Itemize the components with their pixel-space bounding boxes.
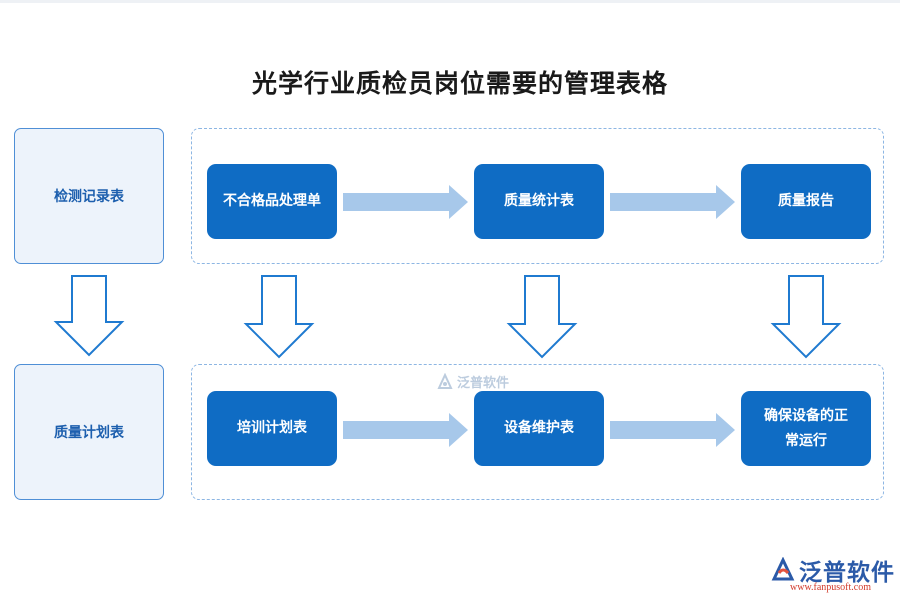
brand-logo-icon [771,557,795,581]
flow-arrow-right [610,413,735,447]
flow-arrow-right [343,413,468,447]
side-box-label: 检测记录表 [54,189,124,205]
brand-logo: 泛普软件 [770,553,895,587]
node-ensure-equipment-operation: 确保设备的正常运行 [741,391,871,466]
node-label: 质量统计表 [504,193,574,209]
node-label: 培训计划表 [237,420,307,436]
node-label: 不合格品处理单 [223,193,321,209]
down-arrow [770,275,842,359]
watermark-text: 泛普软件 [457,376,510,391]
down-arrow [243,275,315,359]
down-arrow [506,275,578,359]
flow-arrow-right [343,185,468,219]
node-quality-report: 质量报告 [741,164,871,239]
node-nonconforming-product-form: 不合格品处理单 [207,164,337,239]
node-label: 确保设备的正常运行 [764,407,848,449]
flow-arrow-right [610,185,735,219]
node-equipment-maintenance: 设备维护表 [474,391,604,466]
brand-logo-url: www.fanpusoft.com [790,582,872,593]
diagram-title: 光学行业质检员岗位需要的管理表格 [251,69,668,98]
node-label: 质量报告 [778,193,834,209]
watermark: 泛普软件 [436,372,509,391]
node-training-plan: 培训计划表 [207,391,337,466]
down-arrow [53,275,125,357]
brand-logo-text: 泛普软件 [799,560,895,586]
node-quality-statistics: 质量统计表 [474,164,604,239]
side-box-inspection-record: 检测记录表 [14,128,164,264]
group-box-row-1 [191,128,884,264]
node-label: 设备维护表 [504,420,574,436]
side-box-quality-plan: 质量计划表 [14,364,164,500]
group-box-row-2 [191,364,884,500]
top-border-line [0,0,900,3]
watermark-logo-icon [437,372,453,389]
side-box-label: 质量计划表 [54,425,124,441]
